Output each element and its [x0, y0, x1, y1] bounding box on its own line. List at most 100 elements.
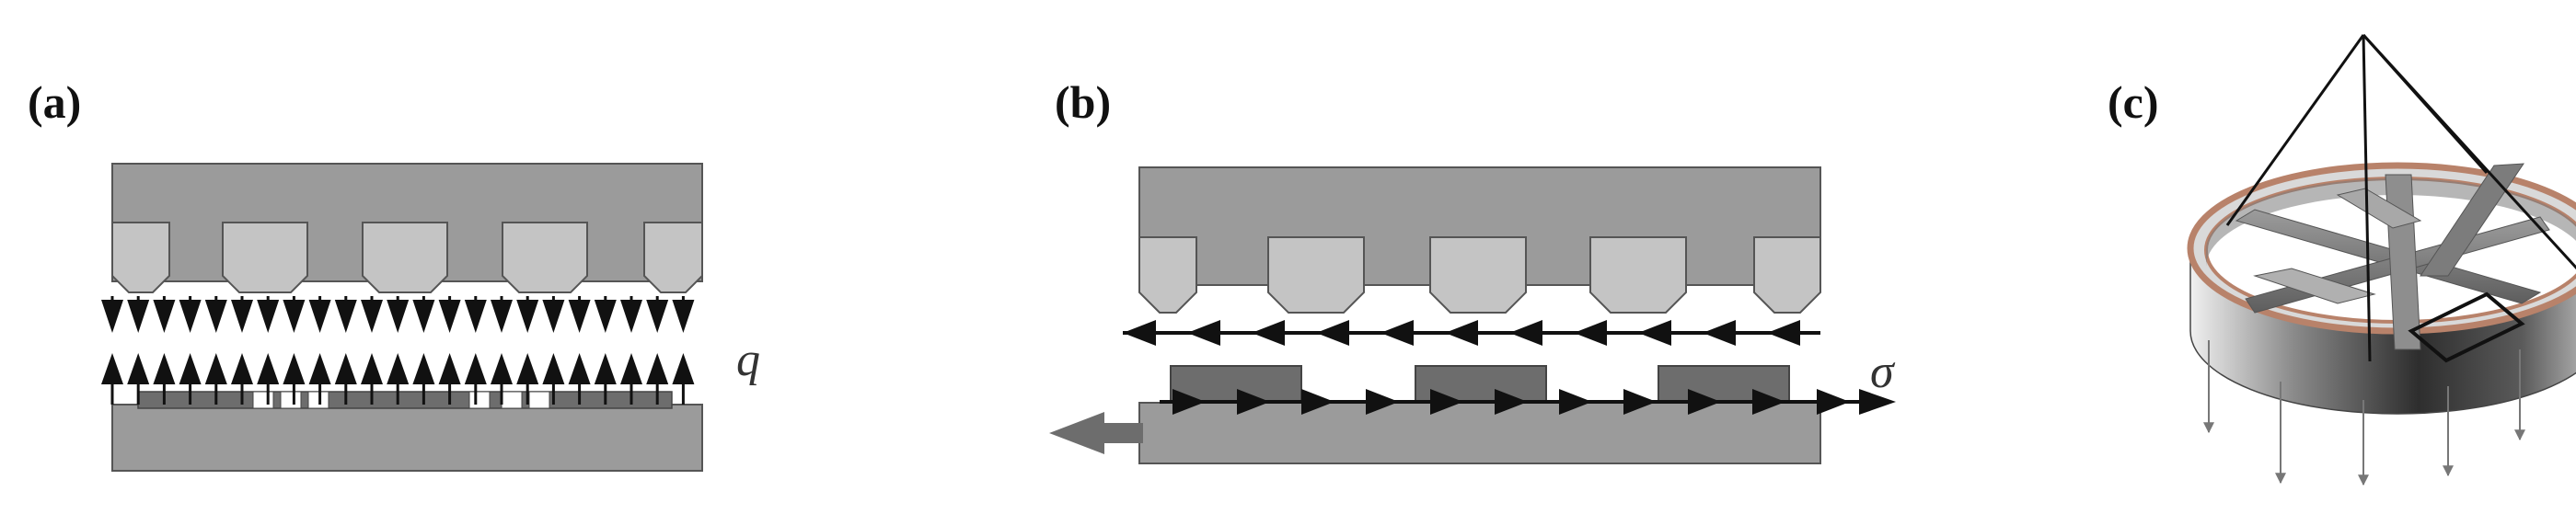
arrow-head-left — [1187, 320, 1220, 346]
arrow-head-right — [1623, 389, 1657, 415]
arrow-head-right — [1495, 389, 1528, 415]
arrow-head-up — [257, 353, 280, 384]
highlight-box — [2408, 291, 2525, 363]
arrow-head-down — [231, 300, 253, 333]
lower-block — [1138, 402, 1821, 464]
pocket-row — [111, 222, 703, 293]
arrow-head-down — [672, 300, 695, 333]
spoke-frame — [2235, 163, 2550, 350]
pocket — [1429, 236, 1527, 314]
panel-b-diagram — [1049, 166, 1896, 464]
arrow-head-right — [1752, 389, 1785, 415]
arrow-head-left — [1123, 320, 1156, 346]
arrow-head-right — [1859, 389, 1896, 415]
arrow-head-up — [620, 353, 642, 384]
pocket — [502, 222, 588, 293]
arrow-head-up — [101, 353, 123, 384]
pocket — [1138, 236, 1197, 314]
arrow-head-right — [1301, 389, 1334, 415]
panel-label-c: (c) — [2108, 76, 2159, 128]
arrow-head-up — [283, 353, 306, 384]
arrow-head-right — [1172, 389, 1206, 415]
panel-a-diagram — [101, 163, 703, 472]
arrow-head-up — [491, 353, 513, 384]
arrow-head-down — [620, 300, 642, 333]
arrow-head-right — [1688, 389, 1721, 415]
arrow-head-down — [568, 300, 591, 333]
pressure-q-label: q — [736, 334, 760, 386]
arrow-head-right — [1366, 389, 1399, 415]
arrow-head-left — [1380, 320, 1414, 346]
pocket — [362, 222, 448, 293]
arrow-head-left — [1316, 320, 1349, 346]
arrow-head-down — [491, 300, 513, 333]
arrow-head-right — [1430, 389, 1463, 415]
arrow-head-down — [646, 300, 669, 333]
shear-arrows-left — [1123, 320, 1820, 346]
arrow-head-down — [542, 300, 565, 333]
arrow-head-up — [361, 353, 383, 384]
pressure-arrows-up — [101, 353, 695, 405]
arrow-head-down — [361, 300, 383, 333]
arrow-head-down — [204, 300, 227, 333]
lifting-cables — [2225, 33, 2576, 362]
strip-gap — [501, 391, 523, 409]
arrow-head-down — [153, 300, 176, 333]
panel-label-b: (b) — [1055, 76, 1112, 128]
load-arrows — [2203, 340, 2525, 486]
arrow-head-down — [334, 300, 357, 333]
pocket — [1753, 236, 1821, 314]
pocket — [1589, 236, 1687, 314]
arrow-head-down — [412, 300, 435, 333]
pocket — [1267, 236, 1365, 314]
arrow-head-left — [1252, 320, 1285, 346]
arrow-head-up — [438, 353, 461, 384]
arrow-head-down — [283, 300, 306, 333]
arrow-head-up — [568, 353, 591, 384]
arrow-head-left — [1509, 320, 1542, 346]
reaction-arrow — [1049, 412, 1143, 454]
strip-gap — [528, 391, 550, 409]
arrow-head-down — [594, 300, 617, 333]
arrow-head-left — [1703, 320, 1736, 346]
arrow-head-left — [1638, 320, 1671, 346]
arrow-head-down — [516, 300, 539, 333]
arrow-head-up — [179, 353, 202, 384]
panel-c-diagram — [2187, 33, 2576, 486]
arrow-head-down — [127, 300, 150, 333]
strip-gap — [252, 391, 274, 409]
arrow-head-up — [204, 353, 227, 384]
arrow-head-down — [464, 300, 487, 333]
arrow-head-up — [387, 353, 410, 384]
arrow-head-down — [101, 300, 123, 333]
lower-block — [111, 404, 703, 472]
pocket-row — [1138, 236, 1821, 314]
arrow-head-up — [542, 353, 565, 384]
arrow-head-down — [438, 300, 461, 333]
arrow-head-up — [231, 353, 253, 384]
strip-gap — [280, 391, 302, 409]
arrow-head-left — [1574, 320, 1607, 346]
arrow-head-left — [1445, 320, 1478, 346]
shear-arrows-right — [1160, 389, 1896, 415]
arrow-head-up — [127, 353, 150, 384]
arrow-head-up — [464, 353, 487, 384]
arrow-head-down — [387, 300, 410, 333]
arrow-head-right — [1237, 389, 1270, 415]
stress-sigma-label: σ — [1870, 346, 1894, 398]
panel-label-a: (a) — [28, 76, 82, 128]
bearing-strip — [137, 391, 673, 409]
arrow-head-up — [334, 353, 357, 384]
arrow-head-up — [516, 353, 539, 384]
arrow-head-up — [153, 353, 176, 384]
arrow-head-right — [1817, 389, 1850, 415]
pocket — [111, 222, 170, 293]
arrow-head-down — [179, 300, 202, 333]
pressure-arrows-down — [101, 296, 695, 333]
arrow-head-down — [257, 300, 280, 333]
strip-gap — [307, 391, 329, 409]
arrow-head-up — [594, 353, 617, 384]
arrow-head-up — [646, 353, 669, 384]
arrow-head-up — [412, 353, 435, 384]
arrow-head-right — [1559, 389, 1592, 415]
